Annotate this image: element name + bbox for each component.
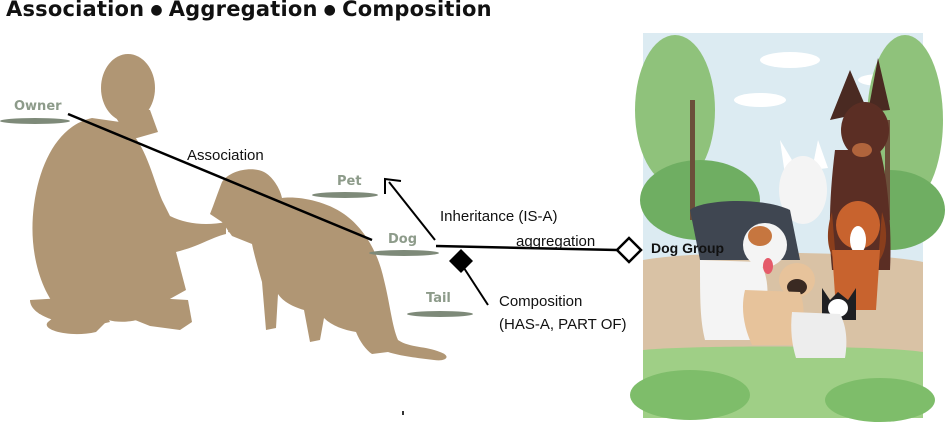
- dog-underline: [369, 250, 439, 256]
- aggregation-diamond-icon: [615, 236, 643, 264]
- tail-underline: [407, 311, 473, 317]
- pet-underline: [312, 192, 378, 198]
- title-association: Association: [6, 0, 145, 21]
- diagram-title: Association ● Aggregation ● Composition: [6, 0, 492, 21]
- relation-label-aggregation: aggregation: [516, 233, 596, 250]
- person-silhouette-icon: [30, 54, 227, 335]
- stray-mark: [402, 411, 404, 415]
- title-separator-1: ●: [150, 2, 163, 18]
- inheritance-arrow: [384, 177, 436, 241]
- owner-underline: [0, 118, 70, 124]
- title-separator-2: ●: [323, 2, 337, 18]
- relation-label-composition-detail: (HAS-A, PART OF): [499, 316, 627, 333]
- dog-silhouette-icon: [210, 169, 447, 361]
- association-line: [67, 112, 373, 242]
- composition-connector: [449, 249, 489, 306]
- aggregation-connector: [435, 236, 643, 264]
- title-aggregation: Aggregation: [168, 0, 318, 21]
- class-label-dog-group: Dog Group: [651, 240, 725, 256]
- relation-label-composition: Composition: [499, 293, 583, 310]
- relation-label-association: Association: [187, 147, 264, 164]
- class-label-pet: Pet: [337, 174, 362, 189]
- label-underlines: [0, 118, 473, 317]
- composition-diamond-icon: [449, 249, 473, 273]
- relation-label-inheritance: Inheritance (IS-A): [440, 208, 558, 225]
- class-label-tail: Tail: [426, 291, 451, 306]
- class-label-owner: Owner: [14, 99, 62, 114]
- class-label-dog: Dog: [388, 232, 418, 247]
- title-composition: Composition: [342, 0, 492, 21]
- dog-group-illustration-icon: [630, 33, 945, 422]
